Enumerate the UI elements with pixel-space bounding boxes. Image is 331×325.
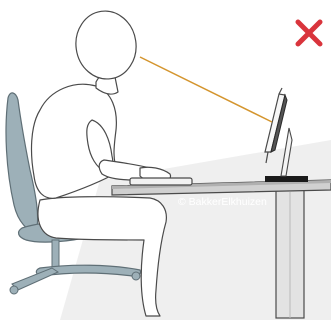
desk-top: [111, 179, 331, 196]
monitor: [264, 87, 308, 182]
cross-mark-icon: [295, 19, 323, 47]
sight-line: [139, 56, 273, 123]
desk-leg: [275, 187, 305, 319]
credit-text: © BakkerElkhuizen: [178, 196, 267, 208]
seated-person: [30, 10, 193, 317]
